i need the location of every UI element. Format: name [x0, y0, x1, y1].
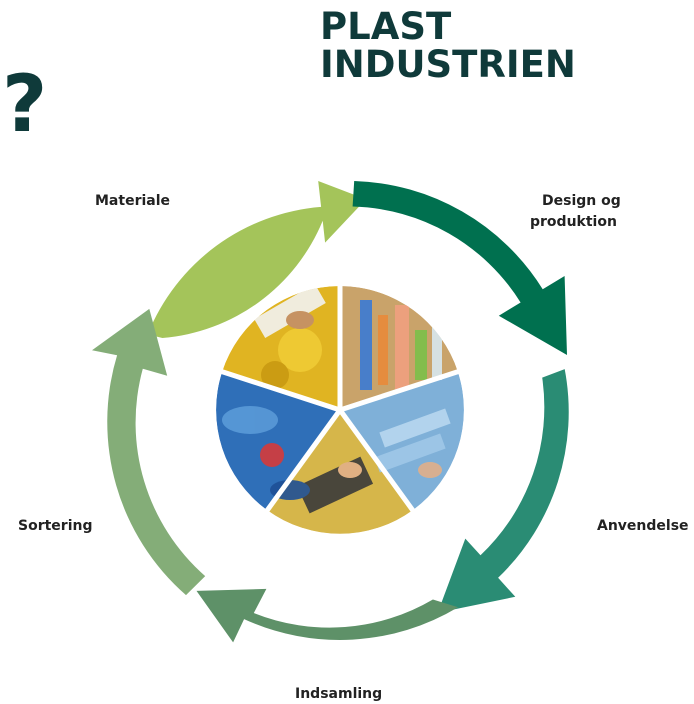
arrow-anvendelse	[437, 369, 569, 613]
stage-label-sortering: Sortering	[18, 518, 92, 534]
brand-line-2: INDUSTRIEN	[320, 43, 576, 86]
arrow-sortering	[92, 308, 206, 596]
arrow-materiale	[147, 181, 366, 338]
question-mark: ?	[2, 60, 48, 150]
brand-logo: PLAST INDUSTRIEN	[320, 8, 576, 84]
brand-line-1: PLAST	[320, 5, 452, 48]
cycle-arrows	[92, 181, 569, 643]
photo-details	[222, 286, 451, 514]
stage-label-indsamling: Indsamling	[295, 686, 382, 702]
stage-label-anvendelse: Anvendelse	[597, 518, 689, 534]
arrow-design-produktion	[352, 181, 567, 355]
stage-label-materiale: Materiale	[95, 193, 170, 209]
photo-separators	[219, 284, 461, 514]
arrow-indsamling	[196, 588, 459, 643]
stage-label-design-line1: Design og	[542, 193, 621, 209]
stage-label-design-line2: produktion	[530, 214, 617, 230]
